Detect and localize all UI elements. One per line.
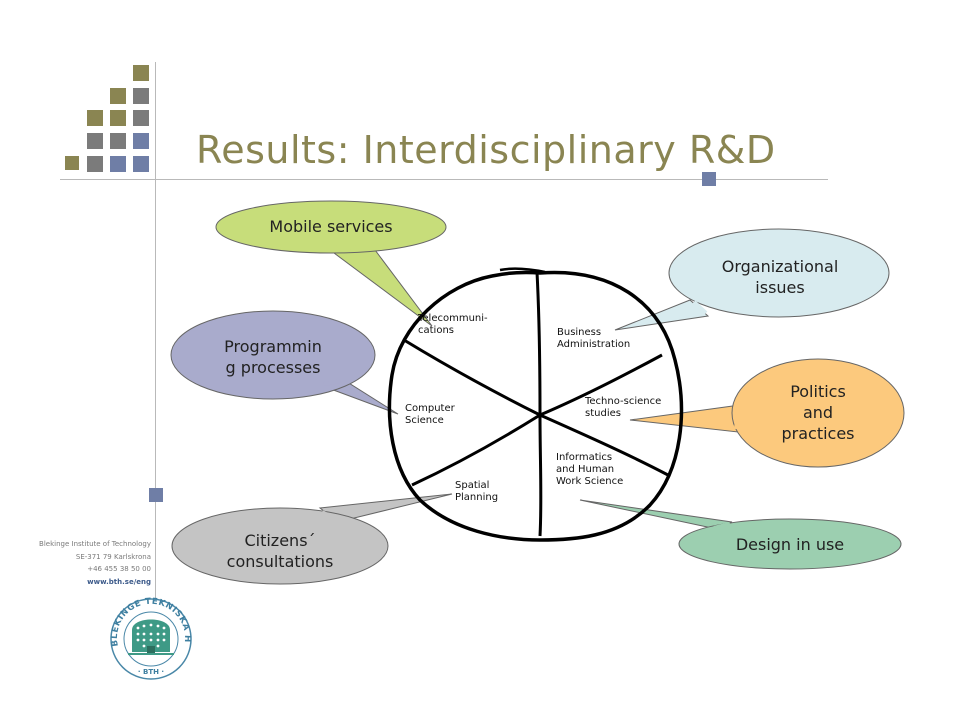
segment-line: Informatics — [556, 452, 613, 463]
segment-label-technoscience: Techno-science studies — [585, 396, 661, 420]
segment-line: cations — [418, 325, 454, 336]
bubble-label-citizens-consultations: Citizens´ consultations — [190, 530, 370, 572]
title-rule — [60, 179, 828, 180]
bubble-label-politics-practices: Politics and practices — [748, 381, 888, 444]
segment-line: Techno-science — [585, 396, 662, 407]
bubble-mobile-services — [215, 200, 447, 327]
divider-line — [403, 338, 541, 417]
divider-line — [539, 413, 669, 477]
bubble-line: practices — [781, 424, 855, 443]
deco-square — [110, 156, 126, 172]
segment-label-computer: Computer Science — [405, 403, 455, 427]
deco-square — [87, 133, 103, 149]
deco-square — [65, 156, 79, 170]
segment-label-spatial: Spatial Planning — [455, 480, 498, 504]
bubble-line: and — [802, 403, 834, 422]
deco-square — [133, 133, 149, 149]
bubble-label-mobile-services: Mobile services — [269, 217, 393, 236]
institution-address: SE-371 79 Karlskrona — [75, 552, 151, 561]
page-title: Results: Interdisciplinary R&D — [196, 128, 776, 172]
bubble-label-organizational-issues: Organizational issues — [690, 256, 870, 298]
deco-square — [110, 88, 126, 104]
divider-line — [535, 271, 543, 537]
bubble-line: g processes — [225, 358, 321, 377]
bubble-line: Politics — [790, 382, 846, 401]
deco-square — [133, 156, 149, 172]
deco-square — [133, 65, 149, 81]
segment-line: Science — [405, 415, 444, 426]
segment-line: studies — [585, 408, 621, 419]
bubble-line: Programmin — [224, 337, 322, 356]
segment-line: Planning — [455, 492, 499, 503]
segment-line: Telecommuni- — [418, 313, 488, 324]
rule-marker-square — [702, 172, 716, 186]
deco-square — [110, 110, 126, 126]
rule-marker-square — [149, 488, 163, 502]
deco-square — [133, 110, 149, 126]
svg-text:· BTH ·: · BTH · — [138, 668, 164, 676]
bubble-line: consultations — [226, 552, 334, 571]
segment-line: and Human — [556, 464, 615, 475]
deco-square — [133, 88, 149, 104]
divider-line — [411, 413, 541, 487]
institution-url[interactable]: www.bth.se/eng — [87, 577, 151, 586]
bubble-line: Citizens´ — [244, 531, 316, 550]
segment-line: Work Science — [556, 476, 624, 487]
segment-label-business: Business Administration — [557, 327, 630, 351]
segment-line: Business — [557, 327, 602, 338]
deco-square — [87, 110, 103, 126]
institution-info: Blekinge Institute of Technology SE-371 … — [10, 538, 151, 588]
segment-line: Administration — [557, 339, 631, 350]
segment-label-informatics: Informatics and Human Work Science — [556, 452, 623, 488]
bubble-line: issues — [755, 278, 805, 297]
bubble-line: Organizational — [721, 257, 839, 276]
bubble-design-in-use — [579, 499, 902, 570]
institution-name: Blekinge Institute of Technology — [39, 540, 151, 548]
discipline-circle — [387, 270, 684, 542]
bubble-organizational-issues — [614, 228, 890, 331]
segment-line: Spatial — [455, 480, 490, 491]
bubble-label-programming-processes: Programmin g processes — [190, 336, 356, 378]
deco-square — [87, 156, 103, 172]
institution-phone: +46 455 38 50 00 — [87, 565, 151, 573]
divider-line — [539, 353, 663, 417]
segment-line: Computer — [405, 403, 455, 414]
deco-square — [110, 133, 126, 149]
bubble-politics-practices — [629, 358, 905, 468]
bubble-label-design-in-use: Design in use — [735, 535, 845, 554]
bubble-programming-processes — [170, 310, 399, 415]
segment-label-telecom: Telecommuni- cations — [418, 313, 488, 337]
side-rule — [155, 62, 156, 602]
